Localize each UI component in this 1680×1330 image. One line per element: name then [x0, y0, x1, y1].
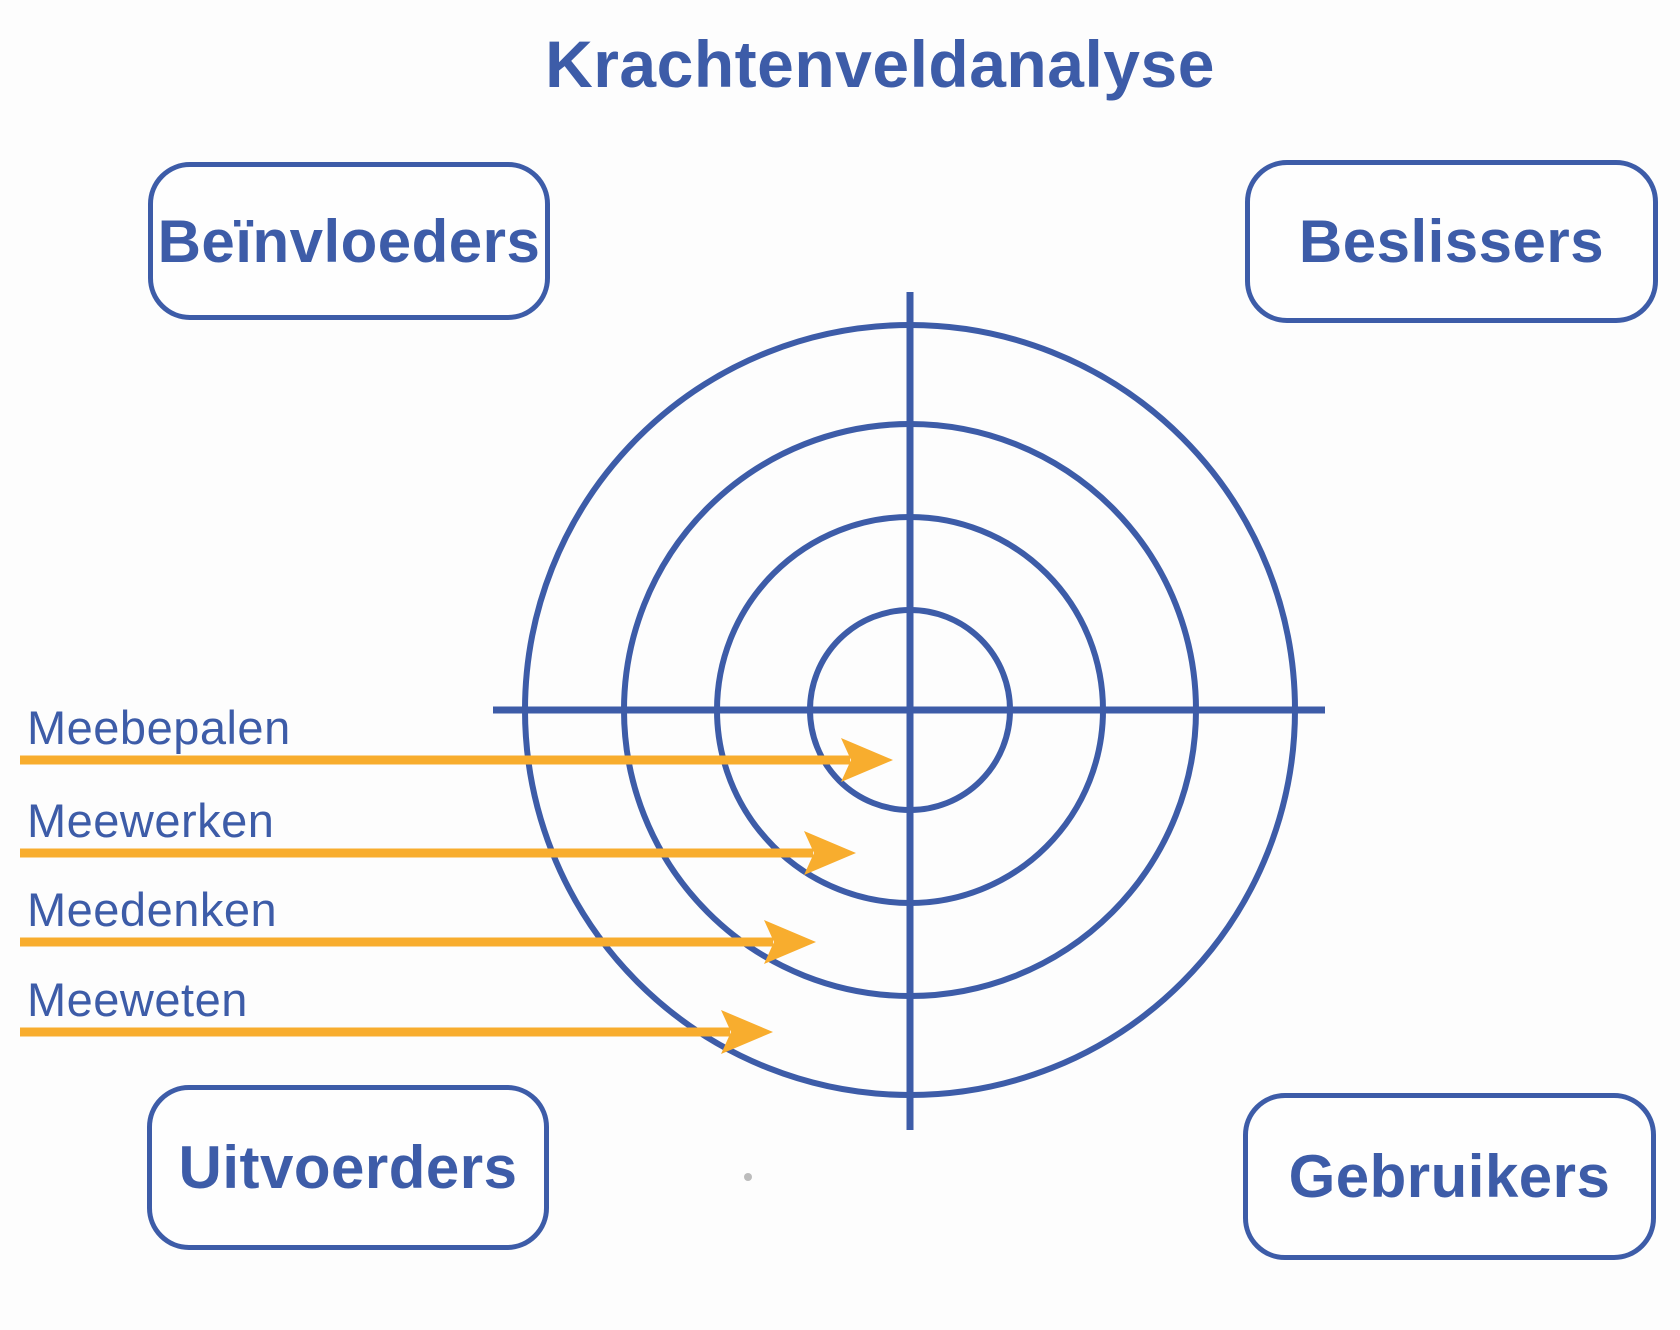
arrowhead-icon: [721, 1010, 773, 1054]
stray-dot: [744, 1173, 752, 1181]
ring-label-meedenken: Meedenken: [27, 883, 278, 936]
arrow-meewerken: [20, 831, 856, 875]
ring-label-meebepalen: Meebepalen: [27, 701, 291, 754]
quadrant-label-top-left: Beïnvloeders: [157, 207, 541, 275]
quadrant-box-beslissers: Beslissers: [1245, 160, 1658, 323]
arrowhead-icon: [841, 738, 893, 782]
quadrant-label-bottom-left: Uitvoerders: [178, 1134, 518, 1201]
arrow-meebepalen: [20, 738, 893, 782]
crosshair: [493, 292, 1325, 1130]
quadrant-box-uitvoerders: Uitvoerders: [147, 1085, 549, 1250]
arrowhead-icon: [764, 920, 816, 964]
arrowhead-icon: [804, 831, 856, 875]
quadrant-box-gebruikers: Gebruikers: [1243, 1093, 1656, 1260]
quadrant-label-top-right: Beslissers: [1298, 208, 1605, 275]
arrow-meeweten: [20, 1010, 773, 1054]
ring-label-meewerken: Meewerken: [27, 794, 275, 847]
ring-label-meeweten: Meeweten: [27, 973, 248, 1026]
page-title: Krachtenveldanalyse: [545, 27, 1215, 101]
quadrant-label-bottom-right: Gebruikers: [1288, 1143, 1611, 1210]
level-arrows: [20, 738, 893, 1054]
quadrant-box-beinvloeders: Beïnvloeders: [148, 162, 550, 320]
arrow-meedenken: [20, 920, 816, 964]
